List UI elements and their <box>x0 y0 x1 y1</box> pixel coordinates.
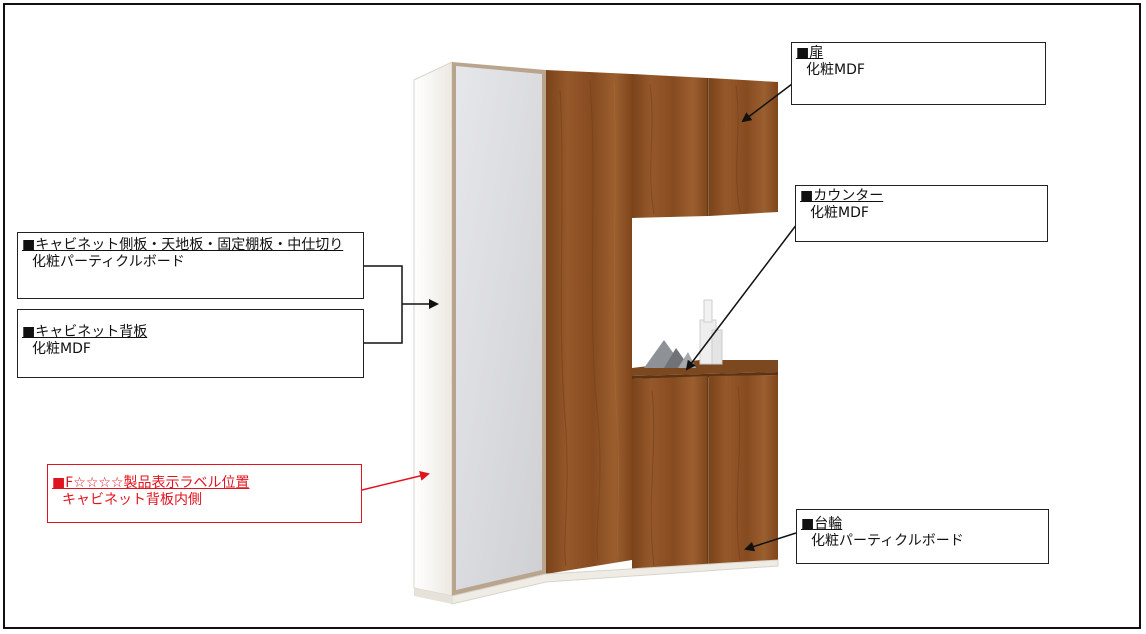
base-arrow <box>744 532 797 552</box>
base-callout-title: ■台輪 <box>801 516 843 532</box>
diagram-frame <box>3 3 1141 629</box>
decor-objects <box>644 299 723 368</box>
base-callout-material: 化粧パーティクルボード <box>811 533 964 549</box>
door-callout-title: ■扉 <box>796 45 824 61</box>
mirror-door <box>452 62 546 596</box>
cabinet-side-callout-material: 化粧パーティクルボード <box>32 254 185 270</box>
bracket-line <box>364 265 403 344</box>
door-callout: ■扉 化粧MDF <box>791 42 1046 105</box>
label-position-arrow <box>361 471 430 491</box>
cabinet-back-callout-material: 化粧MDF <box>32 341 91 357</box>
label-position-callout-material: キャビネット背板内側 <box>62 492 202 508</box>
cabinet-side-callout: ■キャビネット側板・天地板・固定棚板・中仕切り 化粧パーティクルボード <box>17 232 364 299</box>
label-position-callout: ■F☆☆☆☆製品表示ラベル位置 キャビネット背板内側 <box>47 464 362 523</box>
counter-callout-material: 化粧MDF <box>810 205 869 221</box>
base-callout: ■台輪 化粧パーティクルボード <box>796 509 1049 564</box>
cabinet-back-callout-title: ■キャビネット背板 <box>22 324 148 340</box>
label-position-callout-title: ■F☆☆☆☆製品表示ラベル位置 <box>52 475 250 491</box>
counter-callout: ■カウンター 化粧MDF <box>795 185 1048 242</box>
lower-cabinet <box>632 375 778 572</box>
cabinet-side-callout-title: ■キャビネット側板・天地板・固定棚板・中仕切り <box>22 237 344 253</box>
upper-wall-cabinet <box>632 74 778 218</box>
tall-wood-door <box>546 70 632 574</box>
door-callout-material: 化粧MDF <box>806 62 865 78</box>
cabinet-base <box>414 559 779 605</box>
counter-arrow <box>685 219 801 371</box>
cabinet-back-callout: ■キャビネット背板 化粧MDF <box>17 309 364 378</box>
counter-callout-title: ■カウンター <box>800 188 884 204</box>
door-arrow <box>741 83 793 123</box>
leader-lines <box>361 83 801 552</box>
